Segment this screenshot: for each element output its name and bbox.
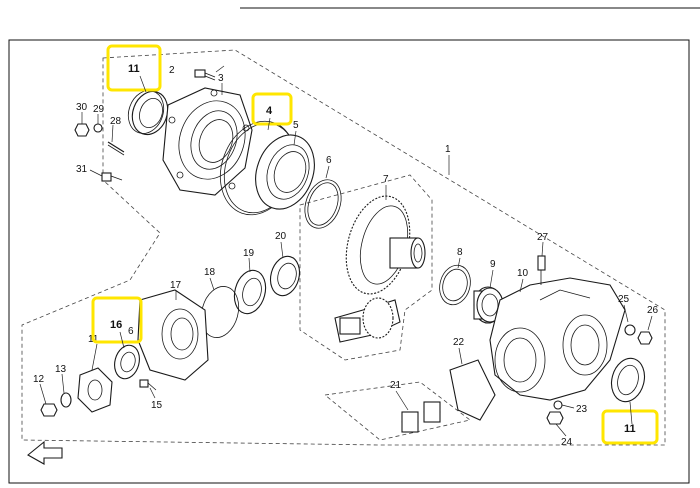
bolt-31 <box>101 172 123 182</box>
highlight-11-top: 11 <box>106 44 162 93</box>
washer-23 <box>553 400 563 410</box>
callout-31: 31 <box>76 164 88 175</box>
callout-10: 10 <box>517 268 529 279</box>
diagram-frame <box>8 39 690 484</box>
washer-29 <box>93 123 103 133</box>
callout-22: 22 <box>453 337 465 348</box>
gasket-22 <box>449 359 496 421</box>
bearing-5 <box>255 134 315 210</box>
seal-20 <box>269 255 301 297</box>
front-arrow <box>27 440 63 465</box>
callout-27: 27 <box>537 232 549 243</box>
callout-3: 3 <box>218 73 224 84</box>
washer-13 <box>60 392 72 408</box>
o-ring-18 <box>200 286 240 338</box>
bolt-2 <box>194 69 216 81</box>
svg-text:11: 11 <box>128 63 140 75</box>
callout-21: 21 <box>390 380 402 391</box>
highlight-16: 16 <box>91 296 143 349</box>
callout-18: 18 <box>204 267 216 278</box>
shim-8 <box>439 264 471 306</box>
bolt-15 <box>139 379 157 391</box>
callout-6: 6 <box>326 155 332 166</box>
svg-text:11: 11 <box>624 423 636 435</box>
bearing-19 <box>233 269 267 315</box>
housing-10 <box>489 277 626 401</box>
oil-seal-bottom <box>610 357 646 403</box>
callout-24: 24 <box>561 437 573 448</box>
callout-12: 12 <box>33 374 45 385</box>
callout-6b: 6 <box>128 326 134 337</box>
washer-25 <box>624 324 636 336</box>
drain-plug-24 <box>546 411 564 425</box>
callout-26: 26 <box>647 305 659 316</box>
callout-30: 30 <box>76 102 88 113</box>
callout-17: 17 <box>170 280 182 291</box>
yoke-flange-14 <box>77 367 113 413</box>
callout-28: 28 <box>110 116 122 127</box>
shim-6 <box>304 179 342 229</box>
seal-16 <box>114 344 140 380</box>
bearing-cover-flange <box>162 87 253 196</box>
callout-20: 20 <box>275 231 287 242</box>
callout-29: 29 <box>93 104 105 115</box>
breather-27 <box>537 255 546 285</box>
callout-13: 13 <box>55 364 67 375</box>
callout-25: 25 <box>618 294 630 305</box>
callout-7: 7 <box>383 174 389 185</box>
bolt-26 <box>637 331 653 345</box>
svg-text:16: 16 <box>110 319 122 331</box>
highlight-11-bottom: 11 <box>601 401 659 445</box>
svg-text:4: 4 <box>266 105 273 117</box>
bearing-group-dashed <box>324 381 471 441</box>
gear-group-dashed <box>299 174 433 361</box>
callout-9: 9 <box>490 259 496 270</box>
pin-28 <box>107 141 125 156</box>
needle-bearing-9 <box>473 286 504 324</box>
nut-12 <box>40 403 58 417</box>
callout-15: 15 <box>151 400 163 411</box>
highlight-4: 4 <box>251 92 293 131</box>
leader-lines <box>39 65 653 437</box>
callout-8: 8 <box>457 247 463 258</box>
callout-1: 1 <box>445 144 451 155</box>
callout-2: 2 <box>169 65 175 76</box>
callout-5: 5 <box>293 120 299 131</box>
pinion-flange-17 <box>137 289 209 381</box>
nut-30 <box>74 123 90 137</box>
callout-19: 19 <box>243 248 255 259</box>
bearing-set-21 <box>401 401 441 433</box>
ring-gear-7 <box>345 195 426 295</box>
pinion-gear <box>334 297 401 343</box>
callout-23: 23 <box>576 404 588 415</box>
